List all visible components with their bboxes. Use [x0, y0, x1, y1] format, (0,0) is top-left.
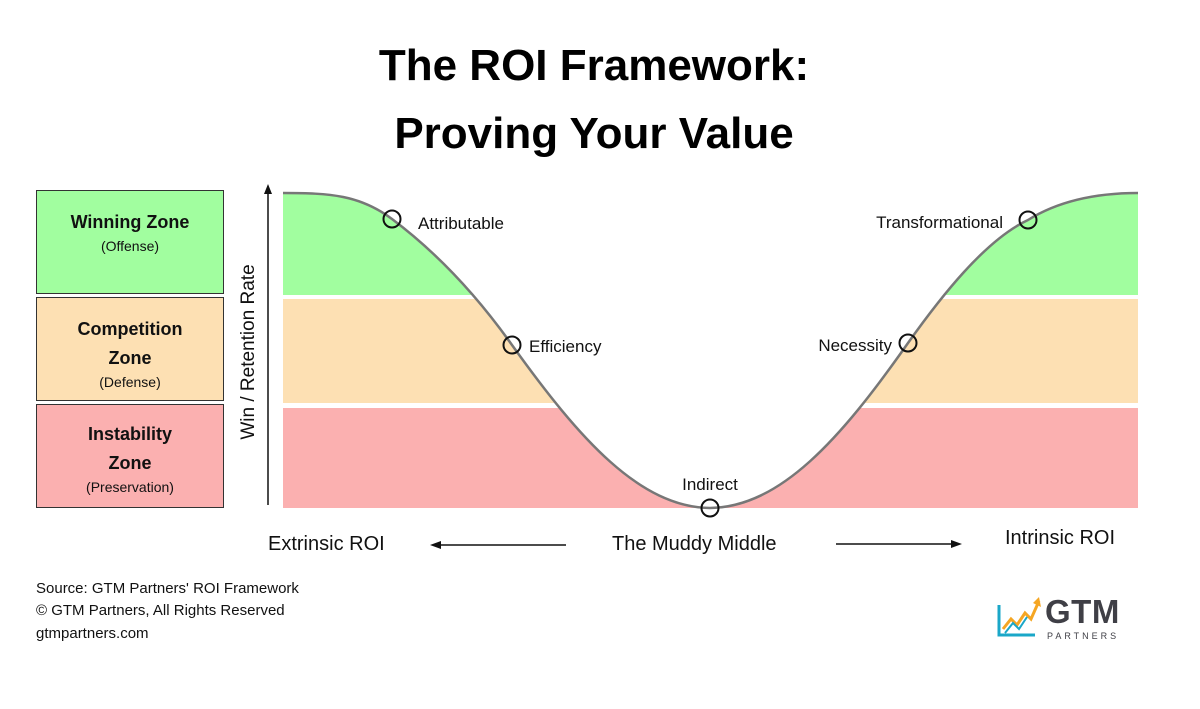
x-axis-middle-label: The Muddy Middle	[612, 533, 777, 555]
winning-zone-name: Winning Zone	[70, 212, 190, 232]
logo-tagline: PARTNERS	[1047, 631, 1120, 641]
footer-copyright: © GTM Partners, All Rights Reserved	[36, 602, 285, 619]
competition-zone-box: Competition Zone (Defense)	[36, 297, 224, 401]
necessity-label: Necessity	[818, 336, 892, 355]
efficiency-label: Efficiency	[529, 337, 602, 356]
title-line-2: Proving Your Value	[394, 109, 794, 158]
transformational-label: Transformational	[876, 213, 1003, 232]
attributable-marker	[382, 209, 402, 229]
gtm-logo: GTM PARTNERS	[995, 593, 1135, 643]
instability-zone-box: Instability Zone (Preservation)	[36, 404, 224, 508]
indirect-label: Indirect	[682, 475, 738, 494]
logo-wordmark: GTM	[1045, 593, 1120, 630]
x-axis-left-label: Extrinsic ROI	[268, 533, 385, 555]
winning-zone-sub: (Offense)	[100, 238, 160, 254]
competition-zone-sub: (Defense)	[99, 374, 161, 390]
y-axis-label: Win / Retention Rate	[238, 264, 259, 439]
chart-growth-icon	[997, 597, 1041, 637]
attributable-label: Attributable	[418, 214, 504, 233]
footer-website: gtmpartners.com	[36, 625, 149, 642]
right-arrowhead	[951, 540, 962, 548]
efficiency-marker	[502, 335, 522, 355]
left-arrowhead	[430, 541, 441, 549]
instability-zone-sub: (Preservation)	[86, 479, 174, 495]
footer-source: Source: GTM Partners' ROI Framework	[36, 580, 299, 597]
x-axis-right-label: Intrinsic ROI	[1005, 527, 1116, 549]
title-line-1: The ROI Framework:	[378, 41, 810, 90]
transformational-marker	[1018, 210, 1038, 230]
indirect-marker	[700, 498, 720, 518]
competition-zone-name: Competition Zone	[77, 319, 183, 368]
roi-curve	[282, 191, 1139, 510]
winning-zone-box: Winning Zone (Offense)	[36, 190, 224, 294]
necessity-marker	[898, 333, 918, 353]
band-competition	[283, 299, 1138, 403]
band-winning	[283, 193, 1138, 295]
y-axis-arrowhead	[264, 184, 272, 194]
instability-zone-name: Instability Zone	[87, 424, 172, 473]
